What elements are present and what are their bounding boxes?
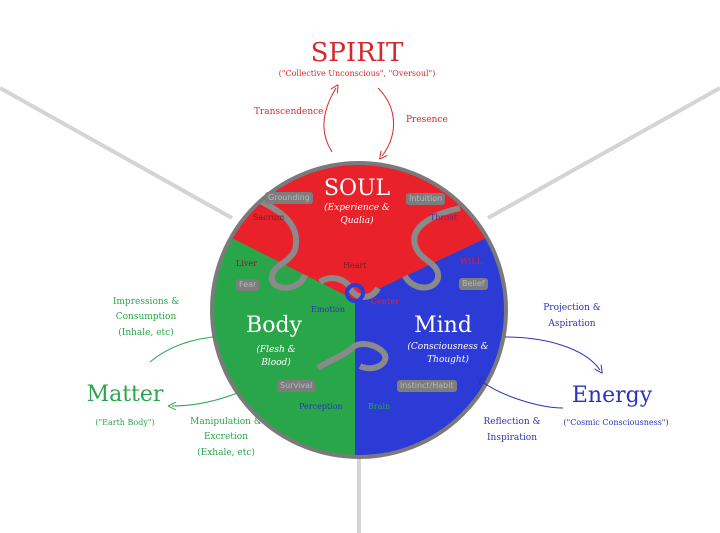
reflection-arrow [480, 380, 564, 409]
divider-curl-bottom [316, 341, 389, 372]
soul-subtitle-line2: Qualia) [340, 216, 374, 226]
soul-title: SOUL [323, 176, 391, 201]
manipulation-line3: (Exhale, etc) [197, 448, 255, 458]
impressions-line2: Consumption [115, 312, 177, 322]
will-label: WILL [460, 257, 483, 266]
manipulation-arrow [172, 391, 241, 406]
throat-label: Throat [430, 213, 458, 222]
presence-arrow [377, 87, 394, 156]
divider-curl-right [402, 205, 461, 291]
body-title: Body [246, 313, 302, 338]
emotion-label: Emotion [311, 305, 345, 314]
center-knot [345, 283, 365, 303]
projection-line1: Projection & [543, 303, 601, 313]
matter-title: Matter [86, 382, 164, 407]
energy-subtitle: ("Cosmic Consciousness") [563, 418, 669, 427]
presence-label: Presence [406, 115, 448, 125]
circle-border [210, 161, 508, 459]
pill-grounding: Grounding [265, 192, 313, 204]
reflection-line1: Reflection & [483, 417, 541, 427]
transcendence-arrow [323, 88, 336, 153]
transcendence-label: Transcendence [254, 107, 324, 117]
mind-subtitle-line1: (Consciousness & [407, 342, 489, 352]
bg-line-right [487, 86, 720, 220]
pill-intuition: Intuition [406, 193, 446, 205]
impressions-line3: (Inhale, etc) [118, 328, 174, 338]
body-subtitle-line2: Blood) [261, 358, 291, 368]
pill-fear: Fear [236, 279, 260, 291]
bg-line-left [0, 86, 233, 220]
soul-subtitle-line1: (Experience & [324, 203, 390, 213]
heart-label: Heart [343, 261, 367, 270]
matter-subtitle: ("Earth Body") [95, 418, 155, 427]
manipulation-line2: Excretion [203, 432, 249, 442]
perception-label: Perception [299, 402, 343, 411]
pill-survival: Survival [277, 380, 316, 392]
spirit-title: SPIRIT [310, 38, 404, 68]
center-label: Center [371, 297, 399, 306]
energy-title: Energy [571, 383, 653, 408]
divider-curl-left [256, 197, 308, 291]
mind-title: Mind [414, 313, 472, 338]
spirit-subtitle: ("Collective Unconscious", "Oversoul") [278, 69, 436, 78]
pill-instinct-habit: Instinct/Habit [397, 380, 457, 392]
brain-label: Brain [368, 402, 391, 411]
projection-arrow [504, 336, 600, 370]
sacrum-label: Sacrum [253, 213, 285, 222]
body-subtitle-line1: (Flesh & [256, 345, 296, 355]
projection-line2: Aspiration [548, 319, 596, 329]
pill-belief: Belief [459, 278, 488, 290]
liver-label: Liver [236, 259, 257, 268]
mind-subtitle-line2: Thought) [427, 355, 469, 365]
impressions-arrow [149, 336, 222, 363]
manipulation-line1: Manipulation & [190, 417, 262, 427]
reflection-line2: Inspiration [487, 433, 537, 443]
impressions-line1: Impressions & [112, 297, 180, 307]
